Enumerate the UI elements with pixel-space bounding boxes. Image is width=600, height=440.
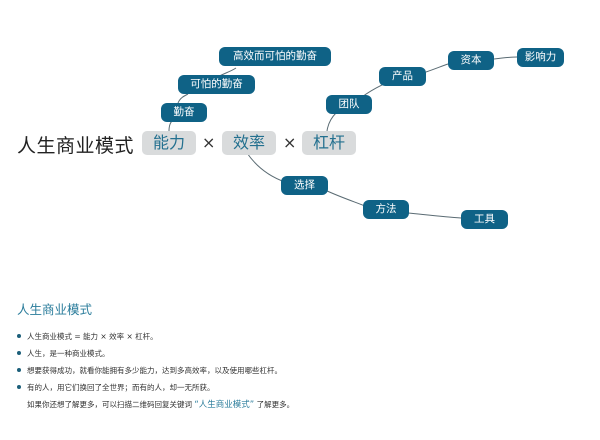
- bullet-text: 人生，是一种商业模式。: [27, 349, 110, 358]
- node-fearsome-diligence: 可怕的勤奋: [178, 75, 255, 94]
- multiply-sign: ×: [283, 133, 297, 152]
- section-title: 人生商业模式: [17, 302, 93, 317]
- bullet-text: 有的人，用它们换回了全世界；而有的人，却一无所获。: [27, 383, 215, 392]
- bullet-dot-icon: [17, 334, 21, 338]
- footer-note: 如果你还想了解更多，可以扫描二维码回复关键词 “人生商业模式” 了解更多。: [17, 396, 587, 414]
- footer-keyword: “人生商业模式”: [194, 400, 255, 410]
- node-tool: 工具: [461, 210, 508, 229]
- node-capital: 资本: [448, 51, 494, 70]
- factor-ability: 能力: [142, 131, 196, 155]
- summary-section: 人生商业模式 人生商业模式 = 能力 × 效率 × 杠杆。 人生，是一种商业模式…: [17, 299, 587, 414]
- node-method: 方法: [363, 200, 409, 219]
- bullet-dot-icon: [17, 351, 21, 355]
- factor-leverage: 杠杆: [302, 131, 356, 155]
- node-product: 产品: [379, 67, 426, 86]
- node-efficient-fearsome-diligence: 高效而可怕的勤奋: [219, 47, 331, 66]
- factor-efficiency: 效率: [222, 131, 276, 155]
- bullet-dot-icon: [17, 368, 21, 372]
- bullet-list: 人生商业模式 = 能力 × 效率 × 杠杆。 人生，是一种商业模式。 想要获得成…: [17, 328, 587, 396]
- bullet-text: 想要获得成功，就看你能拥有多少能力，达到多高效率，以及使用哪些杠杆。: [27, 366, 282, 375]
- formula-title: 人生商业模式 =: [17, 135, 157, 157]
- bullet-item: 人生，是一种商业模式。: [17, 345, 587, 362]
- mind-map: 人生商业模式 = 能力 × 效率 × 杠杆 勤奋 可怕的勤奋 高效而可怕的勤奋 …: [17, 47, 564, 229]
- bullet-dot-icon: [17, 385, 21, 389]
- bullet-text: 人生商业模式 = 能力 × 效率 × 杠杆。: [27, 332, 158, 341]
- bullet-item: 想要获得成功，就看你能拥有多少能力，达到多高效率，以及使用哪些杠杆。: [17, 362, 587, 379]
- bullet-item: 人生商业模式 = 能力 × 效率 × 杠杆。: [17, 328, 587, 345]
- footer-suffix: 了解更多。: [254, 400, 295, 409]
- footer-prefix: 如果你还想了解更多，可以扫描二维码回复关键词: [27, 400, 195, 409]
- node-diligence: 勤奋: [161, 103, 207, 122]
- multiply-sign: ×: [202, 133, 216, 152]
- bullet-item: 有的人，用它们换回了全世界；而有的人，却一无所获。: [17, 379, 587, 396]
- node-influence: 影响力: [517, 48, 564, 67]
- node-team: 团队: [326, 95, 372, 114]
- node-choice: 选择: [281, 176, 328, 195]
